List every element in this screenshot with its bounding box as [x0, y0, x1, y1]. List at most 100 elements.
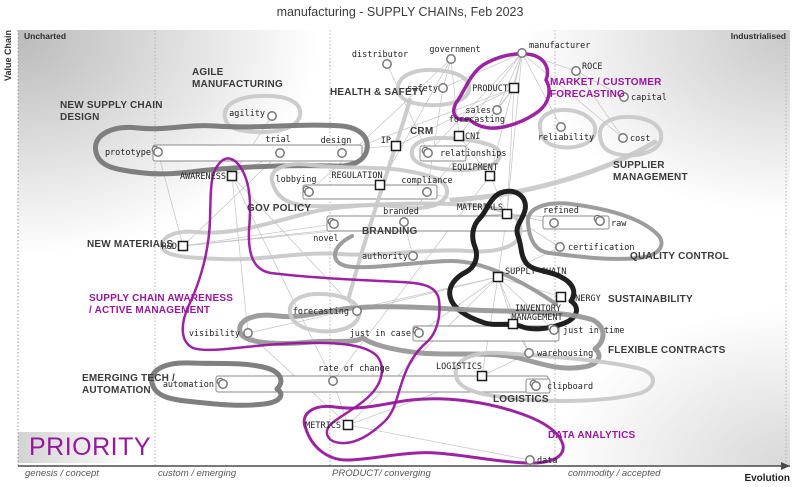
region-label-new-supply-chain-design: DESIGN [60, 112, 100, 123]
node-refined[interactable]: refined [543, 206, 579, 228]
region-label-market-customer-forecasting: FORECASTING [550, 89, 625, 100]
node-label-clipboard: clipboard [547, 382, 593, 392]
industrialised-label: Industrialised [730, 31, 786, 41]
region-label-supply-chain-awareness: / ACTIVE MANAGEMENT [89, 305, 210, 316]
edge-manufacturer-materials [506, 52, 523, 215]
cost-blob [597, 114, 664, 158]
flexible-contracts-blob [237, 304, 606, 371]
node-cost[interactable]: cost [618, 133, 651, 144]
node-label-authority: authority [362, 252, 408, 262]
edge-rd-prototype [157, 151, 184, 247]
node-label-product: PRODUCT [472, 84, 508, 94]
node-materials[interactable]: MATERIALS [457, 203, 513, 220]
node-supply_chain[interactable]: SUPPLY CHAIN [492, 267, 567, 283]
edge-supply_chain-just_in_case [418, 276, 499, 334]
node-label-inventory_mgmt: INVENTORY [515, 304, 561, 314]
node-manufacturer[interactable]: manufacturer [517, 41, 591, 58]
market-customer-forecasting-region [452, 52, 551, 130]
node-metrics[interactable]: METRICS [305, 419, 354, 432]
automation-pipeline[interactable] [215, 375, 549, 393]
region-label-gov-policy: GOV POLICY [247, 203, 311, 214]
node-relationships[interactable]: relationships [421, 146, 507, 159]
node-ip[interactable]: IP [381, 136, 402, 152]
node-branded[interactable]: branded [383, 207, 419, 227]
node-regulation[interactable]: REGULATION [331, 171, 386, 191]
node-label-government: government [429, 45, 480, 55]
node-label-forecasting: forecasting [293, 307, 349, 317]
data-analytics-region [302, 397, 565, 465]
node-government[interactable]: government [429, 45, 481, 64]
node-forecasting[interactable]: forecasting [293, 306, 362, 317]
node-just_in_time[interactable]: just in time [547, 323, 624, 336]
refined-raw-pipeline[interactable] [542, 215, 610, 230]
region-label-flexible-contracts: FLEXIBLE CONTRACTS [608, 345, 726, 356]
node-label-novel: novel [313, 234, 339, 244]
svg-text:MANAGEMENT: MANAGEMENT [511, 313, 562, 323]
node-logistics_sq[interactable]: LOGISTICS [436, 362, 488, 382]
node-label-just_in_case: just in case [350, 329, 411, 339]
just-in-case-pipeline[interactable] [412, 325, 560, 342]
health-safety-swoosh [347, 98, 412, 299]
node-just_in_case[interactable]: just in case [350, 326, 424, 339]
region-label-supplier-management: MANAGEMENT [613, 172, 688, 183]
lobbying-pipeline[interactable] [302, 184, 438, 200]
node-prototype[interactable]: prototype [105, 145, 163, 158]
node-clipboard[interactable]: clipboard [529, 379, 593, 392]
node-product[interactable]: PRODUCT [472, 82, 520, 95]
node-raw[interactable]: raw [593, 214, 627, 229]
node-trial[interactable]: trial [265, 135, 291, 158]
node-awareness[interactable]: AWARENESS [180, 170, 238, 183]
node-agility[interactable]: agility [229, 109, 277, 121]
node-data[interactable]: data [525, 455, 558, 466]
map-title: manufacturing - SUPPLY CHAINs, Feb 2023 [276, 5, 524, 19]
node-reliability[interactable]: reliability [538, 122, 594, 143]
prototype-pipeline[interactable] [152, 144, 363, 162]
new-supply-chain-design-blob [93, 122, 370, 177]
node-label-distributor: distributor [352, 50, 408, 60]
region-label-market-customer-forecasting: MARKET / CUSTOMER [550, 77, 662, 88]
node-roce[interactable]: ROCE [571, 62, 603, 76]
node-compliance[interactable]: compliance [401, 176, 453, 197]
sustainability-blob [447, 188, 579, 332]
edge-supply_chain-inventory_mgmt [497, 276, 514, 325]
node-label-supply_chain: SUPPLY CHAIN [505, 267, 566, 277]
node-authority[interactable]: authority [362, 251, 418, 262]
region-label-new-supply-chain-design: NEW SUPPLY CHAIN [60, 100, 163, 111]
node-cni[interactable]: CNI [453, 130, 481, 143]
node-label-prototype: prototype [105, 148, 151, 158]
node-label-manufacturer: manufacturer [529, 41, 590, 51]
node-label-metrics: METRICS [305, 421, 341, 431]
node-automation[interactable]: automation [163, 377, 228, 390]
agile-manufacturing-blob [222, 93, 303, 135]
node-label-reliability: reliability [538, 133, 594, 143]
node-distributor[interactable]: distributor [352, 50, 408, 69]
node-novel[interactable]: novel [313, 217, 339, 244]
novel-pipeline[interactable] [326, 215, 529, 232]
node-label-logistics_sq: LOGISTICS [436, 362, 482, 372]
node-energy[interactable]: ENERGY [555, 291, 601, 305]
node-capital[interactable]: capital [619, 92, 667, 103]
node-rd[interactable]: R&D [162, 240, 189, 253]
region-label-emerging-tech-automation: EMERGING TECH / [82, 373, 175, 384]
edge-government-safety [442, 58, 452, 89]
node-lobbying[interactable]: lobbying [276, 175, 317, 197]
node-equipment[interactable]: EQUIPMENT [452, 163, 498, 182]
region-label-crm: CRM [410, 126, 433, 137]
node-warehousing[interactable]: warehousing [524, 348, 593, 359]
logistics-blob [453, 350, 655, 403]
node-safety[interactable]: safety [407, 83, 448, 94]
node-certification[interactable]: certification [555, 242, 635, 253]
edge-manufacturer-sales_forecasting [496, 52, 523, 111]
value-chain-axis-label: Value Chain [3, 30, 13, 82]
node-rate_of_change[interactable]: rate of change [318, 364, 390, 386]
node-label-awareness: AWARENESS [180, 172, 226, 182]
stage-label: commodity / accepted [568, 468, 661, 479]
node-visibility[interactable]: visibility [189, 328, 253, 339]
node-design[interactable]: design [321, 136, 352, 158]
automation-blob [149, 360, 284, 408]
